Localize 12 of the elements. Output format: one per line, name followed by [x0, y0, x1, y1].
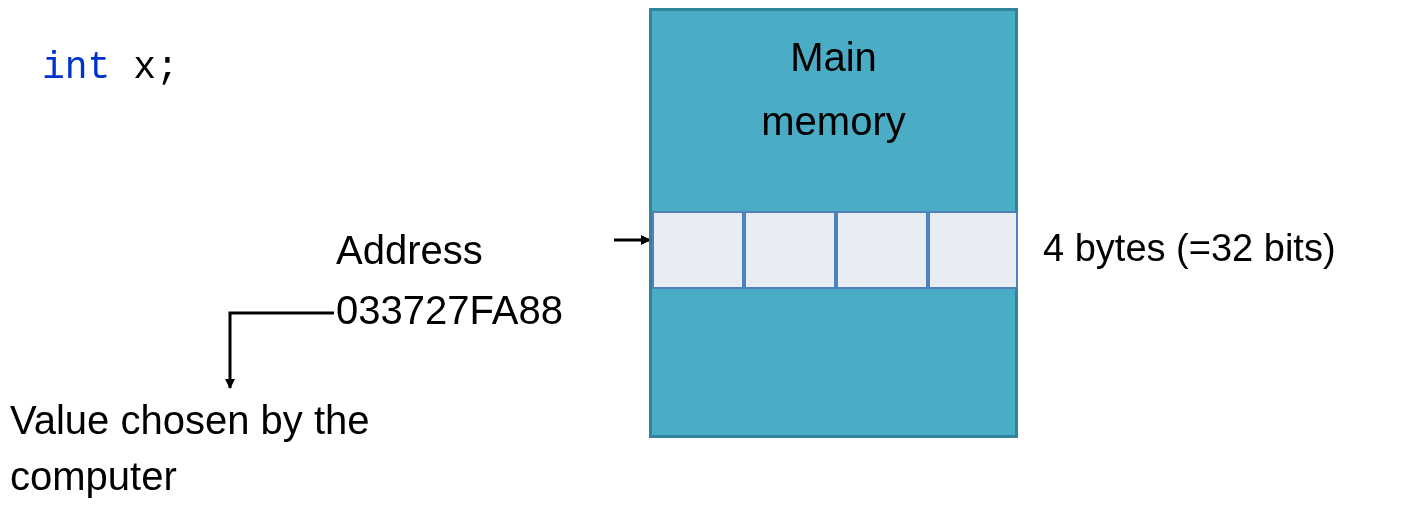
arrow: [225, 311, 334, 389]
address-text: Address 033727FA88: [336, 220, 612, 340]
code-text: int x;: [42, 45, 179, 91]
memory-block: [649, 8, 1018, 438]
byte-cell: [744, 211, 836, 289]
value-text: Value chosen by the computer: [10, 392, 460, 504]
byte-cell: [836, 211, 928, 289]
byte-cell: [652, 211, 744, 289]
memory-title: Main memory: [760, 34, 907, 145]
size-label: 4 bytes (=32 bits): [1043, 226, 1336, 271]
arrow: [614, 235, 651, 245]
byte-cell: [928, 211, 1018, 289]
